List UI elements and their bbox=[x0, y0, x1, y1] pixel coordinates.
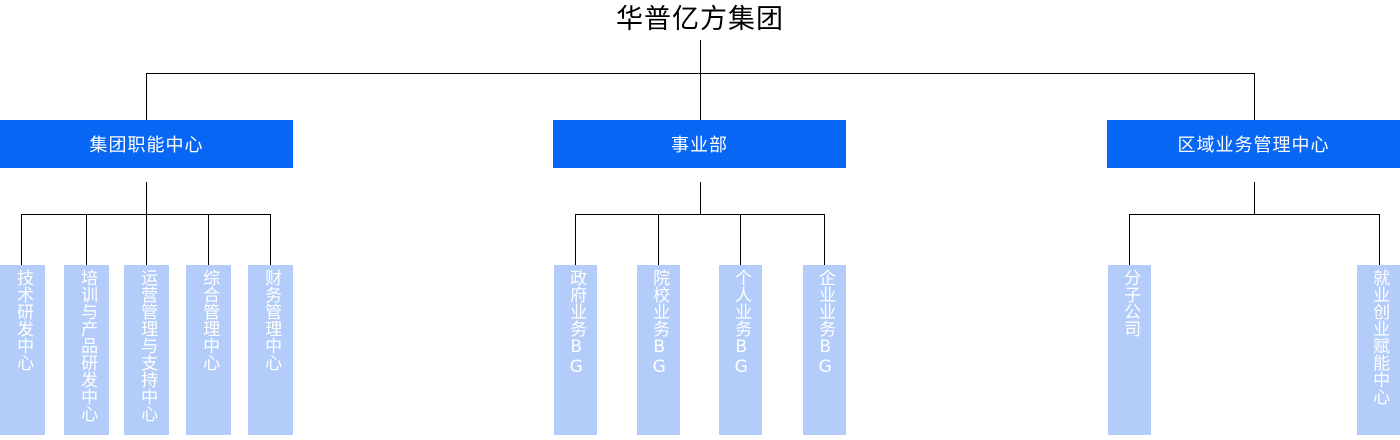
l3-box-label: 个人业务BG bbox=[731, 269, 752, 377]
l3-box-general-mgmt-center[interactable]: 综合管理中心 bbox=[186, 265, 231, 435]
l3-box-employment-startup-center[interactable]: 就业创业赋能中心 bbox=[1357, 265, 1400, 435]
group-stem-line-0 bbox=[146, 182, 147, 214]
group-horizontal-bar-0 bbox=[21, 214, 270, 215]
l2-box-label: 事业部 bbox=[671, 135, 728, 156]
group-horizontal-bar-2 bbox=[1129, 214, 1379, 215]
unit-drop-line-2-1 bbox=[1379, 214, 1380, 265]
l3-box-training-product-rnd[interactable]: 培训与产品研发中心 bbox=[64, 265, 109, 435]
group-stem-line-2 bbox=[1254, 182, 1255, 214]
l3-box-label: 财务管理中心 bbox=[261, 269, 282, 371]
l3-box-label: 运营管理与支持中心 bbox=[137, 269, 158, 422]
unit-drop-line-0-3 bbox=[208, 214, 209, 265]
unit-drop-line-1-1 bbox=[658, 214, 659, 265]
group-stem-line-1 bbox=[700, 182, 701, 214]
l3-box-label: 政府业务BG bbox=[566, 269, 587, 377]
l3-box-personal-business-bg[interactable]: 个人业务BG bbox=[719, 265, 762, 435]
unit-drop-line-0-0 bbox=[21, 214, 22, 265]
unit-drop-line-0-1 bbox=[86, 214, 87, 265]
l3-box-label: 企业业务BG bbox=[815, 269, 836, 377]
root-branch-line-2 bbox=[1254, 73, 1255, 120]
unit-drop-line-1-2 bbox=[740, 214, 741, 265]
unit-drop-line-0-2 bbox=[146, 214, 147, 265]
l3-box-label: 分子公司 bbox=[1120, 269, 1141, 337]
unit-drop-line-2-0 bbox=[1129, 214, 1130, 265]
page-title: 华普亿方集团 bbox=[616, 4, 784, 35]
l2-box-label: 集团职能中心 bbox=[89, 135, 204, 156]
l3-box-academy-business-bg[interactable]: 院校业务BG bbox=[637, 265, 680, 435]
l2-box-label: 区域业务管理中心 bbox=[1177, 135, 1330, 156]
unit-drop-line-1-3 bbox=[824, 214, 825, 265]
l3-box-label: 技术研发中心 bbox=[13, 269, 34, 371]
l3-box-government-business-bg[interactable]: 政府业务BG bbox=[554, 265, 597, 435]
l3-box-enterprise-business-bg[interactable]: 企业业务BG bbox=[803, 265, 846, 435]
l3-box-label: 就业创业赋能中心 bbox=[1369, 269, 1390, 405]
l2-box-group-functional-center[interactable]: 集团职能中心 bbox=[0, 120, 293, 168]
unit-drop-line-1-0 bbox=[575, 214, 576, 265]
l3-box-finance-mgmt-center[interactable]: 财务管理中心 bbox=[248, 265, 293, 435]
l3-box-label: 综合管理中心 bbox=[199, 269, 220, 371]
unit-drop-line-0-4 bbox=[270, 214, 271, 265]
l3-box-label: 院校业务BG bbox=[649, 269, 670, 377]
l2-box-regional-business-mgmt-center[interactable]: 区域业务管理中心 bbox=[1107, 120, 1400, 168]
root-branch-line-1 bbox=[700, 73, 701, 120]
root-branch-line-0 bbox=[146, 73, 147, 120]
l3-box-label: 培训与产品研发中心 bbox=[77, 269, 98, 422]
l3-box-ops-mgmt-support[interactable]: 运营管理与支持中心 bbox=[124, 265, 169, 435]
l3-box-subsidiary-companies[interactable]: 分子公司 bbox=[1108, 265, 1151, 435]
l2-box-business-division[interactable]: 事业部 bbox=[553, 120, 846, 168]
root-stem-line bbox=[700, 40, 701, 73]
group-horizontal-bar-1 bbox=[575, 214, 824, 215]
l3-box-tech-rnd-center[interactable]: 技术研发中心 bbox=[0, 265, 45, 435]
